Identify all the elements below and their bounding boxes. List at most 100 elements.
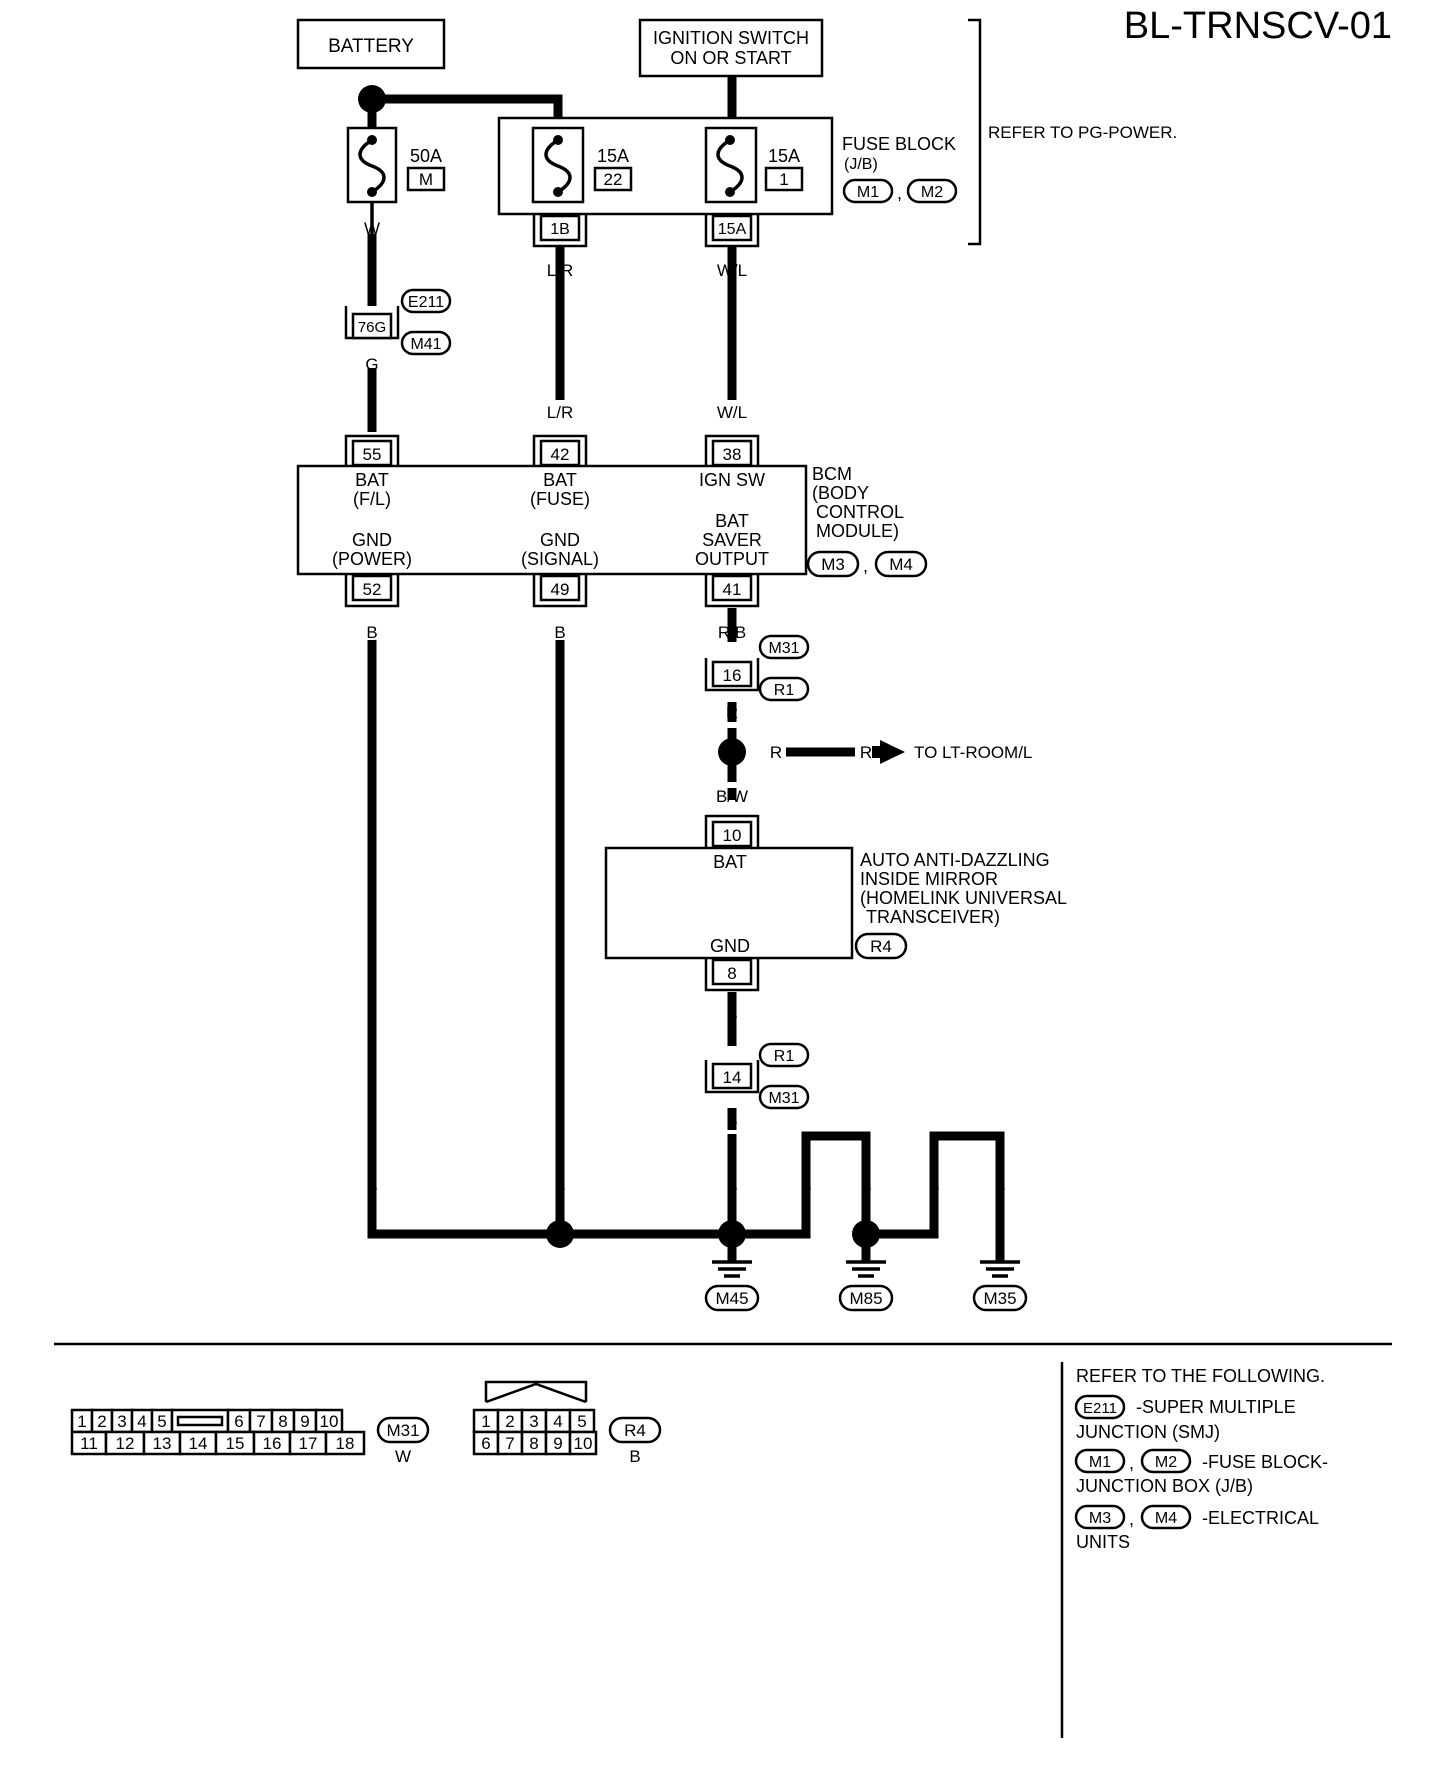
svg-text:R1: R1: [774, 1048, 795, 1065]
connector-pin: [324, 1430, 366, 1456]
svg-text:16: 16: [723, 666, 742, 685]
svg-text:M45: M45: [715, 1289, 748, 1308]
svg-text:BAT: BAT: [715, 511, 749, 531]
svg-text:B: B: [726, 1111, 737, 1130]
connector-pin-label: 4: [553, 1412, 562, 1431]
svg-text:49: 49: [551, 580, 570, 599]
svg-text:AUTO ANTI-DAZZLING: AUTO ANTI-DAZZLING: [860, 850, 1050, 870]
svg-text:GND: GND: [710, 936, 750, 956]
svg-text:M3: M3: [821, 555, 845, 574]
svg-text:BAT: BAT: [543, 470, 577, 490]
svg-text:,: ,: [897, 183, 902, 203]
svg-text:B/W: B/W: [716, 787, 748, 806]
reference-list: REFER TO THE FOLLOWING. E211 -SUPER MULT…: [1074, 1366, 1328, 1552]
ground-m35: M35: [972, 1260, 1028, 1312]
bcm-pin-41: 41: [704, 574, 760, 608]
svg-text:(HOMELINK UNIVERSAL: (HOMELINK UNIVERSAL: [860, 888, 1067, 908]
svg-text:15A: 15A: [597, 146, 629, 166]
svg-text:M1: M1: [1089, 1454, 1111, 1471]
bcm-pin-42: 42: [532, 434, 588, 467]
svg-text:BAT: BAT: [355, 470, 389, 490]
connector-pin-label: 17: [299, 1434, 318, 1453]
svg-text:E211: E211: [408, 294, 444, 311]
svg-text:M41: M41: [410, 336, 441, 353]
svg-text:REFER TO THE FOLLOWING.: REFER TO THE FOLLOWING.: [1076, 1366, 1325, 1386]
svg-text:B: B: [800, 1177, 811, 1196]
svg-text:,: ,: [1129, 1509, 1134, 1529]
wire-color-labels: W G L/R W/L L/R W/L B B R/B R R R B/W B …: [364, 219, 1006, 1196]
svg-text:(F/L): (F/L): [353, 489, 391, 509]
splice-ground-2: [718, 1220, 746, 1248]
svg-text:(SIGNAL): (SIGNAL): [521, 549, 599, 569]
svg-text:42: 42: [551, 445, 570, 464]
svg-text:,: ,: [1129, 1453, 1134, 1473]
svg-text:10: 10: [723, 826, 742, 845]
svg-text:B: B: [860, 1177, 871, 1196]
fuse-block-label: FUSE BLOCK (J/B) M1 , M2: [842, 134, 958, 204]
connector-76g: 76G E211 M41: [344, 288, 452, 356]
inside-mirror: 10 BAT GND 8: [604, 814, 854, 992]
refer-bracket: [968, 18, 982, 246]
bcm-pin-49: 49: [532, 574, 588, 608]
battery-box: BATTERY: [296, 18, 446, 70]
svg-text:W: W: [364, 219, 380, 238]
svg-text:R: R: [770, 743, 782, 762]
svg-text:M85: M85: [849, 1289, 882, 1308]
svg-text:M31: M31: [768, 1090, 799, 1107]
bcm-module: 55 42 38 52 49 41 BAT (F/L): [296, 434, 808, 608]
svg-text:GND: GND: [540, 530, 580, 550]
svg-text:B: B: [994, 1177, 1005, 1196]
svg-text:ON OR START: ON OR START: [670, 48, 791, 68]
svg-text:(BODY: (BODY: [812, 483, 869, 503]
connector-pin-label: 13: [153, 1434, 172, 1453]
terminal-15a: 15A: [704, 214, 760, 282]
bcm-pin-52: 52: [344, 574, 400, 608]
svg-text:-FUSE BLOCK-: -FUSE BLOCK-: [1202, 1452, 1328, 1472]
fuse-50a: 50A M: [346, 118, 446, 234]
connector-pin-label: 18: [336, 1434, 355, 1453]
svg-text:1B: 1B: [550, 221, 570, 238]
connector-key-slot: [176, 1415, 224, 1427]
connector-pin-label: 7: [505, 1434, 514, 1453]
bcm-label: BCM (BODY CONTROL MODULE) M3 , M4: [806, 464, 928, 578]
svg-text:-SUPER MULTIPLE: -SUPER MULTIPLE: [1136, 1397, 1296, 1417]
connector-pin-label: 6: [481, 1434, 490, 1453]
splice-ground-3: [852, 1220, 880, 1248]
svg-text:B: B: [554, 623, 565, 642]
svg-text:JUNCTION BOX (J/B): JUNCTION BOX (J/B): [1076, 1476, 1253, 1496]
svg-text:15A: 15A: [768, 146, 800, 166]
wires: [367, 76, 1005, 1262]
svg-text:(POWER): (POWER): [332, 549, 412, 569]
svg-text:(FUSE): (FUSE): [530, 489, 590, 509]
diagram-code: BL-TRNSCV-01: [1124, 5, 1392, 47]
svg-text:R/B: R/B: [718, 623, 746, 642]
svg-text:GND: GND: [352, 530, 392, 550]
connector-pin-label: 5: [157, 1412, 166, 1431]
splice-ground-1: [546, 1220, 574, 1248]
connector-pin-label: 11: [80, 1434, 98, 1453]
svg-text:JUNCTION (SMJ): JUNCTION (SMJ): [1076, 1422, 1220, 1442]
svg-text:B: B: [726, 1005, 737, 1024]
connector-pin-label: 14: [189, 1434, 208, 1453]
connector-pin-label: 5: [577, 1412, 586, 1431]
svg-text:M1: M1: [857, 184, 879, 201]
svg-text:B: B: [629, 1447, 640, 1466]
svg-text:W/L: W/L: [717, 403, 747, 422]
svg-text:1: 1: [779, 170, 788, 189]
connector-pin-label: 12: [116, 1434, 135, 1453]
splice-lt-room: [718, 738, 746, 766]
svg-text:M2: M2: [921, 184, 943, 201]
connector-pin-label: 3: [529, 1412, 538, 1431]
connector-pin-label: 10: [574, 1434, 593, 1453]
svg-text:B: B: [554, 1177, 565, 1196]
fuse-block-frame: [497, 116, 834, 216]
svg-text:38: 38: [723, 445, 742, 464]
svg-text:B: B: [928, 1177, 939, 1196]
svg-text:B: B: [726, 1177, 737, 1196]
arrow-right-icon: [880, 740, 905, 764]
terminal-1b: 1B: [532, 214, 588, 282]
svg-text:L/R: L/R: [547, 261, 573, 280]
ignition-switch-box: IGNITION SWITCH ON OR START: [638, 18, 824, 78]
